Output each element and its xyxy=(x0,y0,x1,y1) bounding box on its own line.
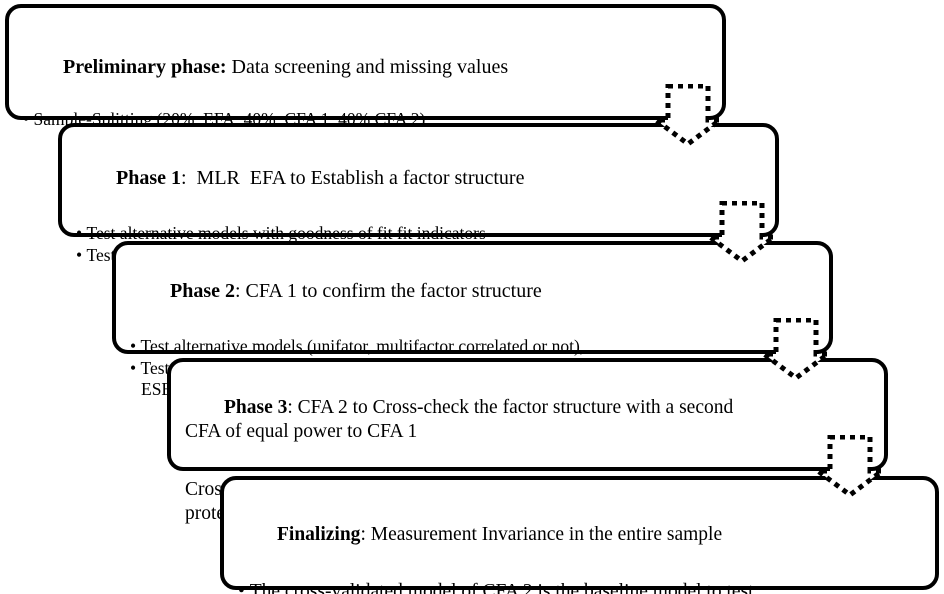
phase-box-preliminary-lead: Preliminary phase: xyxy=(63,56,227,79)
phase-box-preliminary[interactable]: Preliminary phase: Data screening and mi… xyxy=(5,4,726,129)
phase-box-finalizing-title: Finalizing: Measurement Invariance in th… xyxy=(238,498,921,572)
phase-box-phase-3[interactable]: Phase 3: CFA 2 to Cross-check the factor… xyxy=(167,358,888,524)
phase-box-preliminary-title: Preliminary phase: Data screening and mi… xyxy=(23,30,708,106)
phase-box-phase-2-lead: Phase 2 xyxy=(170,280,235,303)
phase-box-phase-3-title: Phase 3: CFA 2 to Cross-check the factor… xyxy=(185,371,870,469)
phase-box-finalizing-content: Finalizing: Measurement Invariance in th… xyxy=(224,480,935,594)
list-item: Test alternative models with goodness of… xyxy=(76,223,761,244)
phase-box-finalizing-bullets: The cross-validated model of CFA 2 is th… xyxy=(238,580,921,594)
phase-box-phase-1-title: Phase 1: MLR EFA to Establish a factor s… xyxy=(76,141,761,217)
list-item: Test alternative models (unifator, multi… xyxy=(130,336,815,357)
phase-box-finalizing-title-rest: : Measurement Invariance in the entire s… xyxy=(360,523,723,545)
phase-box-phase-1-title-rest: : MLR EFA to Establish a factor structur… xyxy=(181,167,525,190)
phase-box-phase-3-lead: Phase 3 xyxy=(224,396,288,418)
phase-box-finalizing-lead: Finalizing xyxy=(277,523,361,545)
phase-box-phase-2-title-rest: : CFA 1 to confirm the factor structure xyxy=(235,280,542,303)
phase-box-phase-1[interactable]: Phase 1: MLR EFA to Establish a factor s… xyxy=(58,123,779,265)
phase-box-preliminary-content: Preliminary phase: Data screening and mi… xyxy=(9,8,722,137)
phase-box-phase-3-title-rest: : CFA 2 to Cross-check the factor struct… xyxy=(185,396,734,443)
phase-box-phase-2[interactable]: Phase 2: CFA 1 to confirm the factor str… xyxy=(112,241,833,399)
phase-box-preliminary-title-rest: Data screening and missing values xyxy=(226,56,509,79)
phase-box-finalizing[interactable]: Finalizing: Measurement Invariance in th… xyxy=(220,476,939,594)
phase-box-phase-1-lead: Phase 1 xyxy=(116,167,181,190)
phase-box-phase-2-title: Phase 2: CFA 1 to confirm the factor str… xyxy=(130,254,815,330)
list-item: The cross-validated model of CFA 2 is th… xyxy=(238,580,921,594)
